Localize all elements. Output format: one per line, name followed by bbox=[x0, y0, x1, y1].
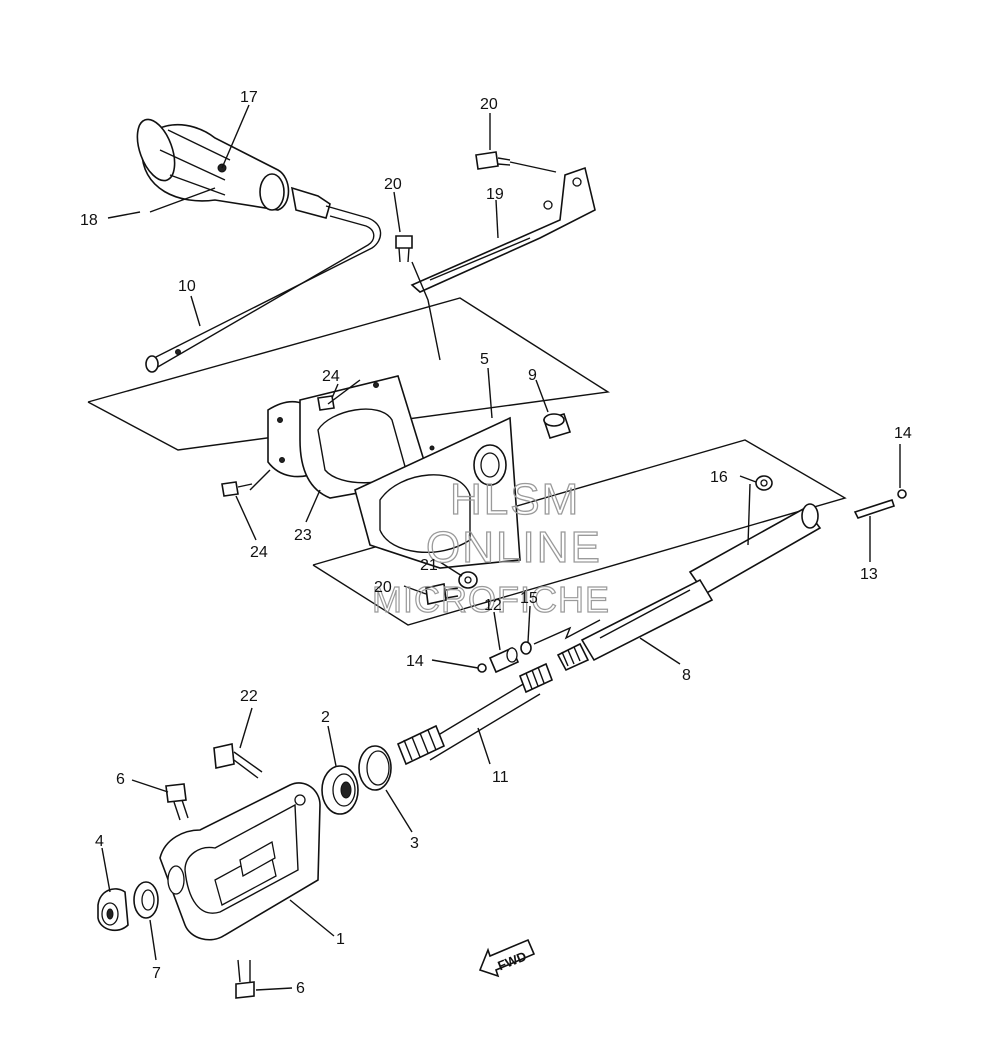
bracket-plate-part bbox=[410, 166, 596, 293]
flange-bolt-lower-part bbox=[235, 959, 255, 999]
watermark-line-2: ONLINE bbox=[426, 523, 602, 572]
callout-label: 16 bbox=[710, 469, 728, 486]
watermark: HLSM ONLINE MICROFICHE bbox=[371, 474, 610, 620]
housing-part bbox=[354, 416, 521, 569]
callout-label: 19 bbox=[486, 186, 504, 203]
leader-lines bbox=[101, 104, 901, 991]
clip-14-lower-part bbox=[477, 663, 487, 673]
callout-label: 9 bbox=[528, 367, 537, 384]
watermark-line-3: MICROFICHE bbox=[372, 579, 610, 620]
nut-16-part bbox=[755, 475, 773, 491]
callout-label: 23 bbox=[294, 527, 312, 544]
small-bolt-lower-part bbox=[221, 481, 253, 497]
callout-label: 12 bbox=[484, 597, 502, 614]
callout-label: 21 bbox=[420, 557, 438, 574]
bearing-part bbox=[321, 765, 359, 815]
mounting-plate-part bbox=[159, 782, 321, 941]
bolt-upper-part bbox=[475, 151, 511, 170]
callout-label: 7 bbox=[152, 965, 161, 982]
callout-label: 24 bbox=[322, 368, 340, 385]
washer-7-part bbox=[133, 881, 159, 919]
flange-nut-part bbox=[97, 888, 129, 932]
callout-label: 22 bbox=[240, 688, 258, 705]
circlip-part bbox=[358, 745, 392, 791]
callout-label: 6 bbox=[116, 771, 125, 788]
callout-label: 24 bbox=[250, 544, 268, 561]
bushing-part bbox=[542, 413, 572, 439]
callout-label: 3 bbox=[410, 835, 419, 852]
callout-label: 14 bbox=[406, 653, 424, 670]
stud-bolt-part bbox=[213, 743, 263, 779]
callout-label: 20 bbox=[384, 176, 402, 193]
spring-shaft-part bbox=[396, 662, 554, 766]
callout-label: 20 bbox=[480, 96, 498, 113]
bolt-lower-part bbox=[425, 583, 459, 605]
washer-21-part bbox=[458, 571, 478, 589]
callout-label: 14 bbox=[894, 425, 912, 442]
watermark-line-1: HLSM bbox=[450, 475, 580, 524]
callout-label: 18 bbox=[80, 212, 98, 229]
flange-bolt-upper-part bbox=[165, 783, 189, 821]
pin-13-part bbox=[853, 498, 896, 519]
callout-label: 6 bbox=[296, 980, 305, 997]
washer-15-part bbox=[520, 641, 532, 655]
callout-labels: 1 2 3 4 5 6 6 7 8 9 10 11 12 13 14 14 15… bbox=[80, 89, 912, 997]
callout-label: 17 bbox=[240, 89, 258, 106]
shaft-part bbox=[533, 503, 822, 672]
callout-label: 11 bbox=[492, 769, 509, 786]
small-bolt-upper-part bbox=[317, 395, 335, 411]
callout-label: 15 bbox=[520, 590, 538, 607]
callout-label: 2 bbox=[321, 709, 330, 726]
callout-label: 20 bbox=[374, 579, 392, 596]
callout-label: 5 bbox=[480, 351, 489, 368]
lever-rod-part bbox=[145, 186, 382, 373]
assembly-plane-upper bbox=[87, 297, 610, 451]
callout-label: 8 bbox=[682, 667, 691, 684]
assembly-plane-lower bbox=[312, 439, 847, 626]
fwd-direction-arrow: FWD bbox=[478, 938, 536, 978]
bolt-mid-part bbox=[395, 235, 413, 263]
callout-label: 1 bbox=[336, 931, 345, 948]
pin-12-part bbox=[488, 646, 520, 674]
clip-14-upper-part bbox=[897, 489, 907, 499]
callout-label: 10 bbox=[178, 278, 196, 295]
callout-label: 4 bbox=[95, 833, 104, 850]
callout-label: 13 bbox=[860, 566, 878, 583]
grip-handle-part bbox=[136, 118, 290, 211]
